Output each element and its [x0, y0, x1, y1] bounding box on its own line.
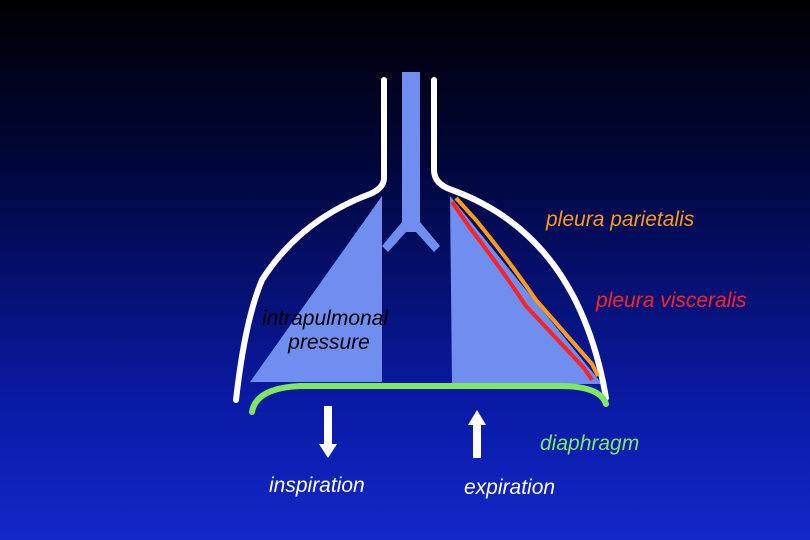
inspiration-arrow-icon — [319, 406, 337, 458]
thorax-wall-right — [431, 77, 609, 401]
diaphragm-label: diaphragm — [540, 432, 640, 455]
pleura-visceralis-line — [450, 200, 594, 382]
left-lung — [250, 196, 382, 382]
thorax-wall-left — [233, 77, 387, 403]
expiration-arrow-icon — [468, 410, 486, 458]
pleura-visceralis-label: pleura visceralis — [596, 289, 747, 312]
expiration-label: expiration — [464, 476, 556, 499]
intrapulmonal-label-line2: pressure — [288, 331, 370, 354]
right-bronchus — [416, 222, 440, 252]
trachea — [402, 72, 420, 232]
diaphragm-line — [249, 383, 609, 415]
inspiration-label: inspiration — [269, 474, 365, 497]
intrapulmonal-pressure-label: intrapulmonal pressure — [245, 307, 405, 355]
pleura-parietalis-line — [454, 196, 600, 377]
intrapulmonal-label-line1: intrapulmonal — [261, 307, 389, 330]
left-bronchus — [382, 222, 406, 252]
right-lung — [450, 196, 602, 384]
pleura-parietalis-label: pleura parietalis — [546, 208, 695, 231]
